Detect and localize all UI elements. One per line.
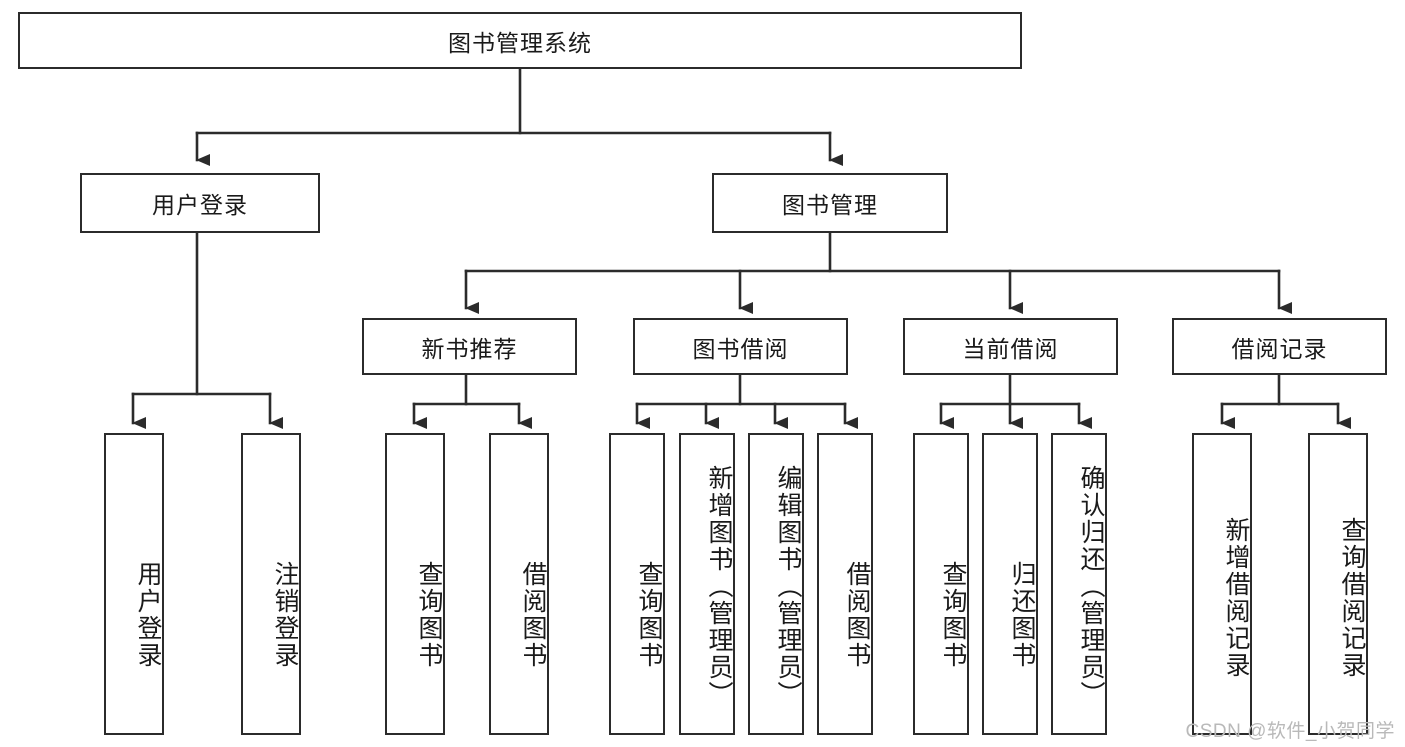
leaf-query-book-current[interactable]: 查询图书: [913, 433, 969, 735]
leaf-return-book[interactable]: 归还图书: [982, 433, 1038, 735]
node-new-book-recommend[interactable]: 新书推荐: [362, 318, 577, 375]
leaf-borrow-book-newbook-label: 借阅图书: [519, 561, 547, 669]
leaf-user-login-label: 用户登录: [134, 561, 162, 669]
leaf-logout-label: 注销登录: [271, 561, 299, 669]
leaf-query-book-newbook-label: 查询图书: [415, 561, 443, 669]
leaf-query-borrow-record-label: 查询借阅记录: [1338, 517, 1366, 679]
csdn-watermark: CSDN @软件_小贺同学: [1185, 721, 1395, 742]
node-book-management[interactable]: 图书管理: [712, 173, 948, 233]
leaf-query-book-borrow[interactable]: 查询图书: [609, 433, 665, 735]
leaf-add-book-admin[interactable]: 新增图书（管理员）: [679, 433, 735, 735]
node-root[interactable]: 图书管理系统: [18, 12, 1022, 69]
leaf-borrow-book-borrow[interactable]: 借阅图书: [817, 433, 873, 735]
leaf-user-login[interactable]: 用户登录: [104, 433, 164, 735]
node-user-login-label: 用户登录: [152, 192, 248, 218]
leaf-confirm-return-admin[interactable]: 确认归还（管理员）: [1051, 433, 1107, 735]
leaf-query-book-newbook[interactable]: 查询图书: [385, 433, 445, 735]
node-current-borrow-label: 当前借阅: [962, 335, 1059, 362]
leaf-edit-book-admin[interactable]: 编辑图书（管理员）: [748, 433, 804, 735]
leaf-confirm-return-admin-label: 确认归还（管理员）: [1077, 464, 1105, 708]
leaf-borrow-book-borrow-label: 借阅图书: [843, 561, 871, 669]
node-current-borrow[interactable]: 当前借阅: [903, 318, 1118, 375]
node-root-label: 图书管理系统: [448, 29, 592, 56]
node-book-management-label: 图书管理: [782, 192, 878, 218]
leaf-return-book-label: 归还图书: [1008, 561, 1036, 669]
node-user-login[interactable]: 用户登录: [80, 173, 320, 233]
leaf-add-borrow-record[interactable]: 新增借阅记录: [1192, 433, 1252, 735]
node-book-borrow[interactable]: 图书借阅: [633, 318, 848, 375]
leaf-query-book-current-label: 查询图书: [939, 561, 967, 669]
node-borrow-record-label: 借阅记录: [1231, 335, 1328, 362]
node-book-borrow-label: 图书借阅: [692, 335, 789, 362]
leaf-borrow-book-newbook[interactable]: 借阅图书: [489, 433, 549, 735]
leaf-query-borrow-record[interactable]: 查询借阅记录: [1308, 433, 1368, 735]
leaf-query-book-borrow-label: 查询图书: [635, 561, 663, 669]
leaf-logout[interactable]: 注销登录: [241, 433, 301, 735]
leaf-add-borrow-record-label: 新增借阅记录: [1222, 517, 1250, 679]
node-borrow-record[interactable]: 借阅记录: [1172, 318, 1387, 375]
leaf-add-book-admin-label: 新增图书（管理员）: [705, 464, 733, 708]
leaf-edit-book-admin-label: 编辑图书（管理员）: [774, 464, 802, 708]
node-new-book-recommend-label: 新书推荐: [421, 335, 518, 362]
